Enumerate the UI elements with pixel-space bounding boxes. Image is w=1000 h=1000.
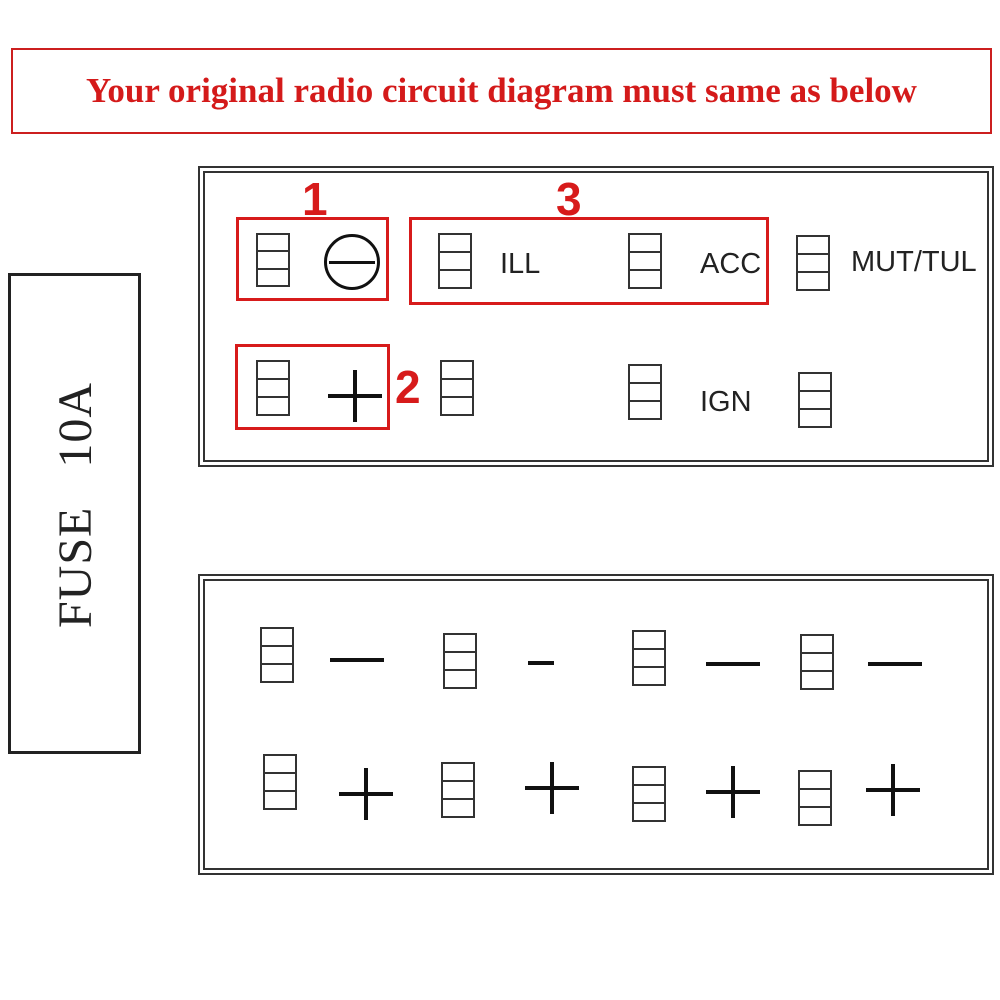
terminal-label-mut-tul: MUT/TUL — [851, 246, 977, 278]
highlight-box-2 — [235, 344, 390, 430]
connector-pin — [440, 360, 474, 416]
terminal-label-ign: IGN — [700, 386, 752, 418]
highlight-box-3 — [409, 217, 769, 305]
terminal-label-acc: ACC — [700, 248, 762, 280]
connector-pin — [438, 233, 472, 289]
banner-frame — [11, 48, 992, 134]
minus-icon — [868, 662, 922, 666]
minus-icon — [330, 658, 384, 662]
minus-icon — [706, 662, 760, 666]
connector-pin — [443, 633, 477, 689]
highlight-box-1 — [236, 217, 389, 301]
connector-pin — [632, 630, 666, 686]
marker-2: 2 — [395, 361, 421, 413]
banner-title: Your original radio circuit diagram must… — [86, 71, 917, 110]
connector-pin — [800, 634, 834, 690]
connector-pin — [628, 233, 662, 289]
fuse-box — [8, 273, 141, 754]
marker-3: 3 — [556, 173, 582, 225]
connector-pin — [256, 360, 290, 416]
minus-icon — [528, 661, 554, 665]
connector-pin — [256, 233, 290, 287]
fuse-label: FUSE 10A — [48, 381, 102, 629]
marker-1: 1 — [302, 173, 328, 225]
plus-icon — [706, 766, 760, 818]
connector-pin — [263, 754, 297, 810]
terminal-label-ill: ILL — [500, 248, 541, 280]
plus-icon — [866, 764, 920, 816]
connector-pin — [260, 627, 294, 683]
connector-pin — [798, 770, 832, 826]
bottom-speaker-panel — [198, 574, 994, 875]
connector-pin — [632, 766, 666, 822]
negative-circle-icon — [324, 234, 380, 290]
connector-pin — [441, 762, 475, 818]
top-connector-panel — [198, 166, 994, 467]
plus-icon — [339, 768, 393, 820]
connector-pin — [796, 235, 830, 291]
plus-icon — [328, 370, 382, 422]
connector-pin — [798, 372, 832, 428]
connector-pin — [628, 364, 662, 420]
plus-icon — [525, 762, 579, 814]
